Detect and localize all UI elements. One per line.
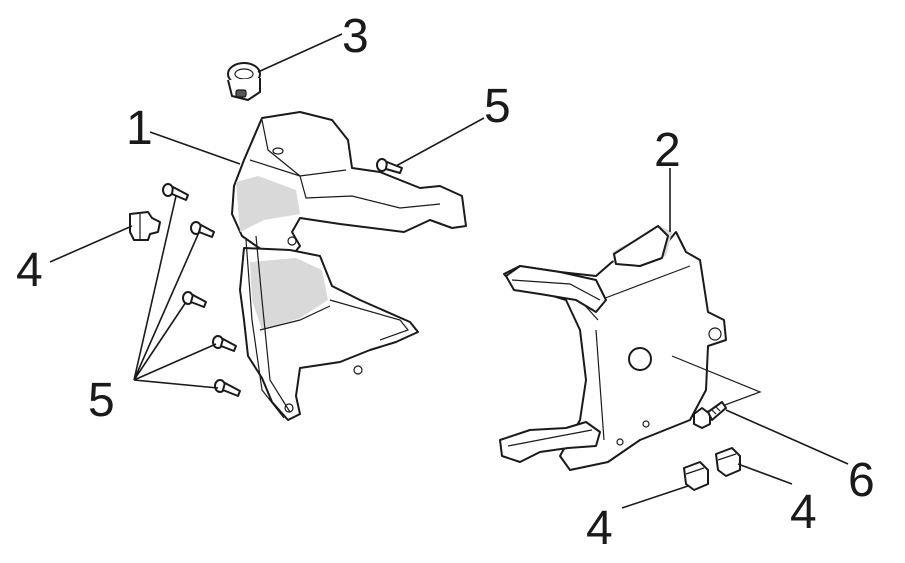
leader-lines — [49, 33, 849, 509]
screw — [214, 379, 241, 397]
clamp-part — [227, 62, 261, 101]
callout-labels: 1 2 3 4 4 4 5 5 6 — [16, 10, 875, 555]
callout-3: 3 — [342, 10, 369, 63]
leader-5a — [395, 117, 485, 167]
leader-5b — [133, 195, 219, 389]
right-cover-part — [499, 225, 762, 471]
left-cover-part — [231, 111, 467, 421]
leader-6 — [725, 409, 849, 465]
screws-group — [162, 158, 403, 397]
clips-group — [129, 211, 741, 491]
screw — [376, 158, 403, 174]
callout-4-left: 4 — [16, 244, 43, 297]
screw — [190, 221, 215, 238]
leader-4b — [621, 485, 689, 509]
screw — [182, 291, 207, 308]
leader-3 — [257, 33, 343, 73]
leader-4a — [49, 225, 133, 263]
nut-clip — [683, 461, 709, 491]
push-clip — [129, 211, 161, 241]
callout-2: 2 — [654, 124, 681, 177]
screw — [212, 335, 237, 352]
leader-4c — [737, 463, 793, 485]
bolt-part — [693, 401, 727, 429]
leader-1 — [149, 131, 241, 165]
callout-4-right: 4 — [790, 486, 817, 539]
callout-5-bottom: 5 — [88, 374, 115, 427]
nut-clip — [715, 447, 741, 477]
callout-5-top: 5 — [484, 80, 511, 133]
callout-1: 1 — [126, 102, 153, 155]
callout-6: 6 — [848, 454, 875, 507]
callout-4-bottom: 4 — [586, 502, 613, 555]
screw — [162, 183, 189, 201]
